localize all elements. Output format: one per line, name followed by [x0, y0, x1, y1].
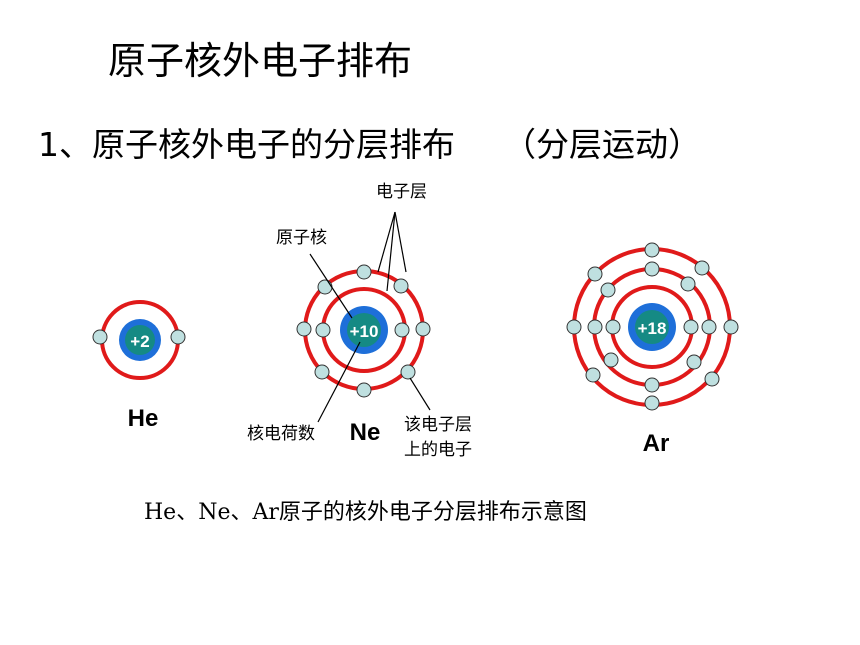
electron — [694, 260, 710, 276]
electron — [680, 276, 696, 292]
leader-shell-2 — [386, 211, 396, 292]
ne-charge: +10 — [350, 322, 379, 341]
electron — [317, 279, 333, 295]
electron — [683, 319, 699, 335]
electron — [686, 354, 702, 370]
electron — [600, 282, 616, 298]
ar-nucleus-core — [635, 310, 669, 344]
electron — [315, 322, 331, 338]
label-nuclear-charge: 核电荷数 — [247, 424, 315, 444]
section-heading-text: 1、原子核外电子的分层排布 — [38, 125, 455, 164]
atom-ne: +10 Ne — [296, 264, 431, 446]
electron — [92, 329, 108, 345]
electron — [587, 266, 603, 282]
ne-symbol: Ne — [350, 419, 381, 446]
atom-he: +2 He — [92, 300, 186, 432]
electron — [701, 319, 717, 335]
ar-charge: +18 — [638, 319, 667, 338]
leader-nuclear-charge — [317, 341, 361, 423]
electron — [587, 319, 603, 335]
electron — [296, 321, 312, 337]
electron — [566, 319, 582, 335]
leader-shell-1 — [377, 211, 396, 273]
electron — [644, 261, 660, 277]
label-shell: 电子层 — [376, 182, 427, 202]
electron — [704, 371, 720, 387]
label-shell-electrons-1: 该电子层 — [404, 415, 472, 435]
he-charge: +2 — [130, 332, 149, 351]
page-title: 原子核外电子排布 — [108, 39, 413, 83]
ne-nucleus-core — [347, 313, 381, 347]
electron — [314, 364, 330, 380]
electron — [644, 395, 660, 411]
electron — [356, 264, 372, 280]
label-nucleus: 原子核 — [276, 228, 327, 248]
electron — [603, 352, 619, 368]
figure-caption: He、Ne、Ar原子的核外电子分层排布示意图 — [144, 500, 587, 525]
atom-ar: +18 Ar — [566, 242, 739, 457]
electron — [723, 319, 739, 335]
ar-symbol: Ar — [643, 430, 670, 457]
section-heading-note: （分层运动） — [503, 125, 701, 164]
annotations: 电子层 原子核 核电荷数 该电子层 上的电子 — [247, 182, 472, 460]
electron — [605, 319, 621, 335]
leader-shell-3 — [394, 211, 407, 273]
he-nucleus-core — [125, 325, 155, 355]
electron — [644, 242, 660, 258]
electron — [356, 382, 372, 398]
electron — [400, 364, 416, 380]
he-symbol: He — [128, 405, 159, 432]
section-heading: 1、原子核外电子的分层排布 （分层运动） — [38, 118, 701, 166]
label-shell-electrons-2: 上的电子 — [404, 440, 472, 460]
leader-shell-electrons — [409, 377, 431, 411]
electron — [415, 321, 431, 337]
electron — [170, 329, 186, 345]
electron — [393, 278, 409, 294]
electron — [394, 322, 410, 338]
leader-nucleus — [309, 253, 353, 319]
electron — [644, 377, 660, 393]
electron — [585, 367, 601, 383]
